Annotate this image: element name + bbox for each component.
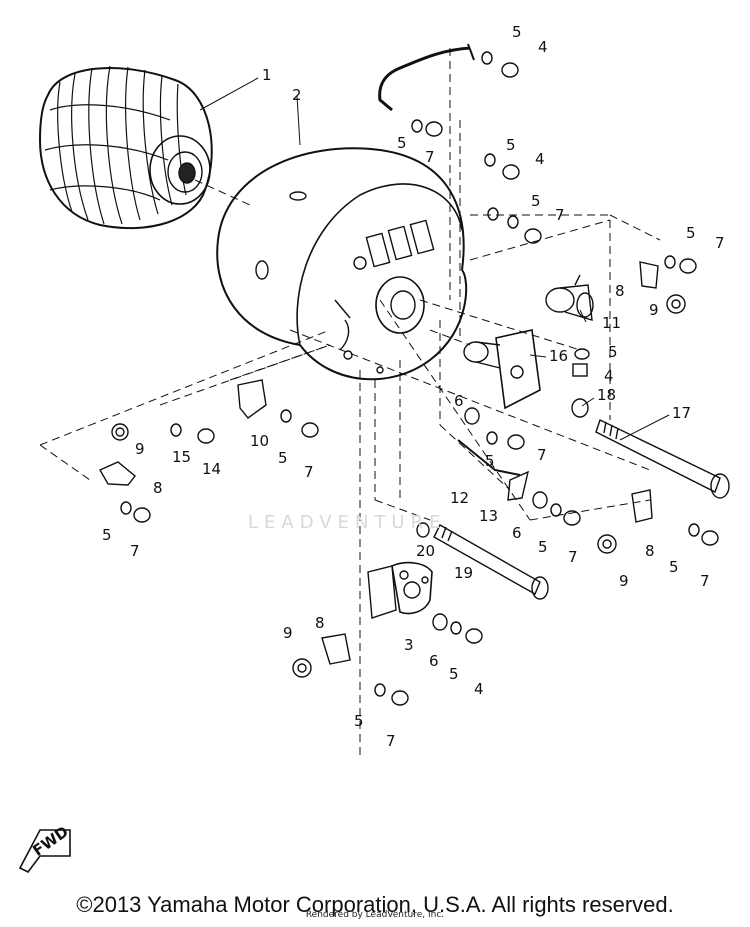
screws [133, 62, 719, 706]
callout-7-i: 7 [386, 732, 396, 750]
callout-5-c: 5 [506, 136, 516, 154]
callout-4-d: 4 [474, 680, 484, 698]
callout-7-f: 7 [700, 572, 710, 590]
through-bolt-part-17 [595, 419, 730, 499]
stator-housing-part-2 [216, 147, 468, 381]
callout-7-d: 7 [537, 446, 547, 464]
callout-4-c: 4 [604, 367, 614, 385]
callout-5-j: 5 [278, 449, 288, 467]
callout-5-h: 5 [538, 538, 548, 556]
callout-13: 13 [479, 507, 498, 525]
lead-part-12 [457, 439, 521, 476]
callout-3: 3 [404, 636, 414, 654]
callout-8-d: 8 [315, 614, 325, 632]
terminal-part-8-d [321, 633, 351, 665]
callout-7-e: 7 [568, 548, 578, 566]
through-bolt-part-19 [433, 524, 549, 600]
callout-16: 16 [549, 347, 568, 365]
callout-labels: 1 2 3 4 4 4 14 4 5 5 5 5 5 5 5 5 5 5 5 5… [102, 23, 725, 750]
callout-20: 20 [416, 542, 435, 560]
callout-6-c: 6 [429, 652, 439, 670]
callout-5-e: 5 [686, 224, 696, 242]
washers [120, 51, 700, 697]
callout-2: 2 [292, 86, 302, 104]
spring-part-9-b [666, 294, 686, 314]
callout-5-b: 5 [397, 134, 407, 152]
callout-9-d: 9 [283, 624, 293, 642]
callout-5-i: 5 [669, 558, 679, 576]
callout-5-l: 5 [449, 665, 459, 683]
assembly-lines [39, 48, 661, 760]
callout-7-c: 7 [715, 234, 725, 252]
callout-7-g: 7 [304, 463, 314, 481]
callout-11: 11 [602, 314, 621, 332]
brush-assembly-part-11 [545, 274, 594, 321]
clip-part-13 [507, 470, 529, 501]
callout-4-a: 4 [538, 38, 548, 56]
callout-14: 14 [202, 460, 221, 478]
rotor-part-1 [38, 65, 213, 229]
callout-15: 15 [172, 448, 191, 466]
callout-5-a: 5 [512, 23, 522, 41]
callout-5-f: 5 [608, 343, 618, 361]
callout-1: 1 [262, 66, 272, 84]
callout-12: 12 [450, 489, 469, 507]
watermark: LEADVENTURE [248, 512, 447, 533]
callout-8-a: 8 [615, 282, 625, 300]
callout-8-b: 8 [153, 479, 163, 497]
copyright-text: ©2013 Yamaha Motor Corporation, U.S.A. A… [76, 892, 674, 917]
spring-part-9-a [111, 423, 129, 441]
regulator-part-3 [367, 561, 433, 619]
callout-7-h: 7 [130, 542, 140, 560]
callout-5-g: 5 [485, 452, 495, 470]
callout-5-d: 5 [531, 192, 541, 210]
spring-part-9-d [292, 658, 312, 678]
callout-9-c: 9 [619, 572, 629, 590]
callout-6-b: 6 [512, 524, 522, 542]
lead-wire [378, 46, 471, 112]
brush-holder-part-16 [463, 329, 541, 410]
terminal-part-8-a [99, 461, 136, 486]
terminal-part-8-c [631, 489, 653, 523]
callout-19: 19 [454, 564, 473, 582]
rendered-by-text: Rendered by LeadVenture, Inc. [305, 910, 445, 920]
callout-4-b: 4 [535, 150, 545, 168]
callout-8-c: 8 [645, 542, 655, 560]
callout-10: 10 [250, 432, 269, 450]
leader-lines [199, 77, 670, 441]
callout-6-a: 6 [454, 392, 464, 410]
callout-18: 18 [597, 386, 616, 404]
fwd-arrow-icon: FWD [18, 823, 72, 874]
callout-17: 17 [672, 404, 691, 422]
spring-part-9-c [597, 534, 617, 554]
terminal-part-10 [237, 379, 267, 419]
callout-5-m: 5 [354, 712, 364, 730]
callout-5-k: 5 [102, 526, 112, 544]
callout-9-b: 9 [135, 440, 145, 458]
terminal-part-8-b [639, 261, 659, 289]
callout-7-a: 7 [425, 148, 435, 166]
callout-7-b: 7 [555, 206, 565, 224]
callout-9-a: 9 [649, 301, 659, 319]
